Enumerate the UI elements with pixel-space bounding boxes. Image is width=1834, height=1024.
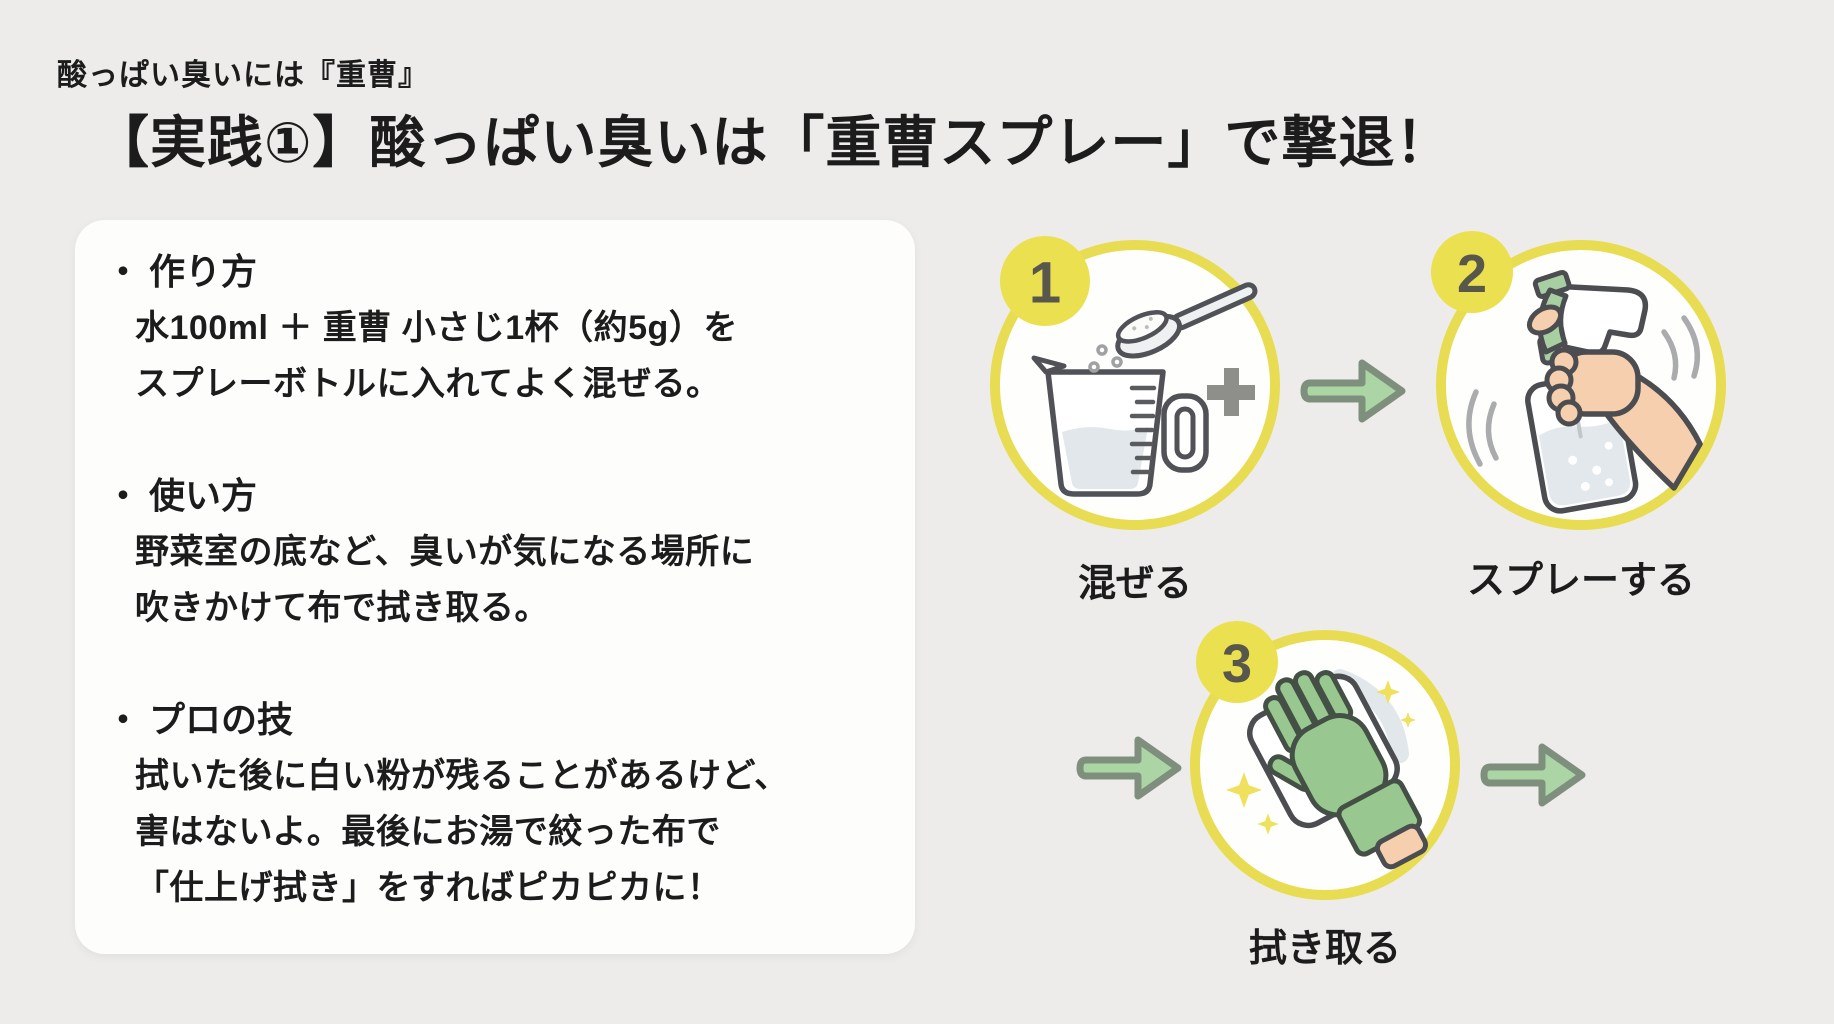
step-2-badge: 2 xyxy=(1431,231,1513,313)
sparkle-icon xyxy=(1226,680,1416,835)
section-line: 吹きかけて布で拭き取る。 xyxy=(135,589,549,627)
section-line: 野菜室の底など、臭いが気になる場所に xyxy=(135,533,755,571)
step-1-badge: 1 xyxy=(1000,236,1090,326)
hand-icon xyxy=(1526,304,1703,491)
arrow-right-icon xyxy=(1480,743,1586,807)
arrow-right-icon xyxy=(1076,736,1182,800)
section-how-to-use: ・使い方 野菜室の底など、臭いが気になる場所に 吹きかけて布で拭き取る。 xyxy=(105,468,887,636)
step-2-label: スプレーする xyxy=(1466,560,1695,602)
section-title: ・プロの技 xyxy=(105,692,887,748)
step-2: 2 スプレーする xyxy=(1431,231,1730,606)
kicker-text: 酸っぱい臭いには『重曹』 xyxy=(57,59,429,92)
arrow-right-icon xyxy=(1300,359,1406,423)
step-1-label: 混ぜる xyxy=(1077,563,1192,605)
spray-bottle-in-hand-icon: 2 xyxy=(1431,231,1726,530)
svg-text:3: 3 xyxy=(1222,634,1252,694)
section-title-text: プロの技 xyxy=(149,699,294,740)
shake-lines-icon xyxy=(1466,315,1701,467)
step-1: 1 混ぜる xyxy=(986,236,1284,606)
section-line: 害はないよ。最後にお湯で絞った布で xyxy=(135,813,721,851)
powder-dots-icon xyxy=(1088,344,1123,373)
svg-text:2: 2 xyxy=(1457,244,1487,304)
section-line: スプレーボトルに入れてよく混ぜる。 xyxy=(135,365,721,403)
measuring-cup-and-spoon-icon: 1 xyxy=(990,236,1280,530)
step-3-badge: 3 xyxy=(1196,621,1278,703)
section-line: 「仕上げ拭き」をすればピカピカに！ xyxy=(135,869,722,907)
step-3-label: 拭き取る xyxy=(1248,928,1401,970)
page-title: 【実践①】酸っぱい臭いは「重曹スプレー」で撃退！ xyxy=(93,111,1453,174)
section-pro-tip: ・プロの技 拭いた後に白い粉が残ることがあるけど、 害はないよ。最後にお湯で絞っ… xyxy=(105,692,887,916)
glove-wiping-cloth-icon: 3 xyxy=(1190,621,1460,900)
section-title-text: 使い方 xyxy=(149,475,258,516)
section-line: 水100ml ＋ 重曹 小さじ1杯（約5g）を xyxy=(135,309,738,347)
plus-icon xyxy=(1207,368,1255,416)
section-title: ・使い方 xyxy=(105,468,887,524)
svg-text:1: 1 xyxy=(1029,251,1061,316)
bullet: ・ xyxy=(105,475,142,516)
step-3: 3 拭き取る xyxy=(1188,621,1462,970)
section-title-text: 作り方 xyxy=(149,251,258,292)
bullet: ・ xyxy=(105,251,142,292)
instruction-card: ・作り方 水100ml ＋ 重曹 小さじ1杯（約5g）を スプレーボトルに入れて… xyxy=(75,220,915,954)
section-how-to-make: ・作り方 水100ml ＋ 重曹 小さじ1杯（約5g）を スプレーボトルに入れて… xyxy=(105,244,887,412)
section-line: 拭いた後に白い粉が残ることがあるけど、 xyxy=(135,757,789,795)
bullet: ・ xyxy=(105,699,142,740)
section-title: ・作り方 xyxy=(105,244,887,300)
